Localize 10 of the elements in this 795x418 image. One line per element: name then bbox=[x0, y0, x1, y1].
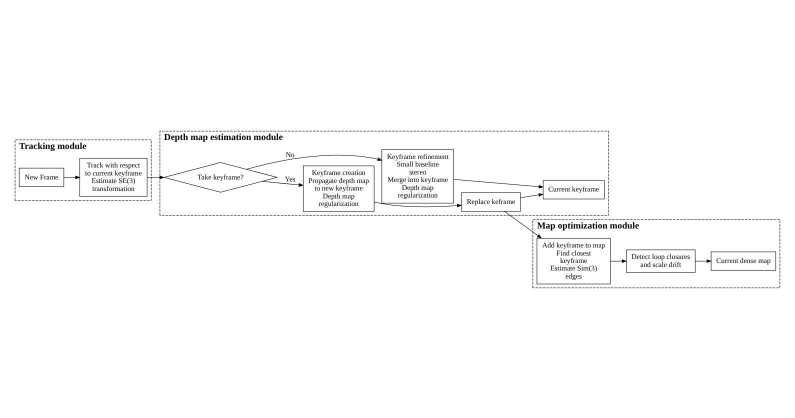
arrow bbox=[262, 180, 304, 186]
arrow bbox=[146, 175, 165, 179]
arrow bbox=[64, 175, 80, 179]
arrow bbox=[504, 210, 542, 238]
arrow bbox=[246, 154, 383, 170]
arrow bbox=[694, 258, 712, 262]
arrow bbox=[454, 178, 544, 188]
arrow bbox=[374, 201, 462, 207]
arrow bbox=[520, 192, 544, 198]
arrow bbox=[610, 258, 628, 262]
